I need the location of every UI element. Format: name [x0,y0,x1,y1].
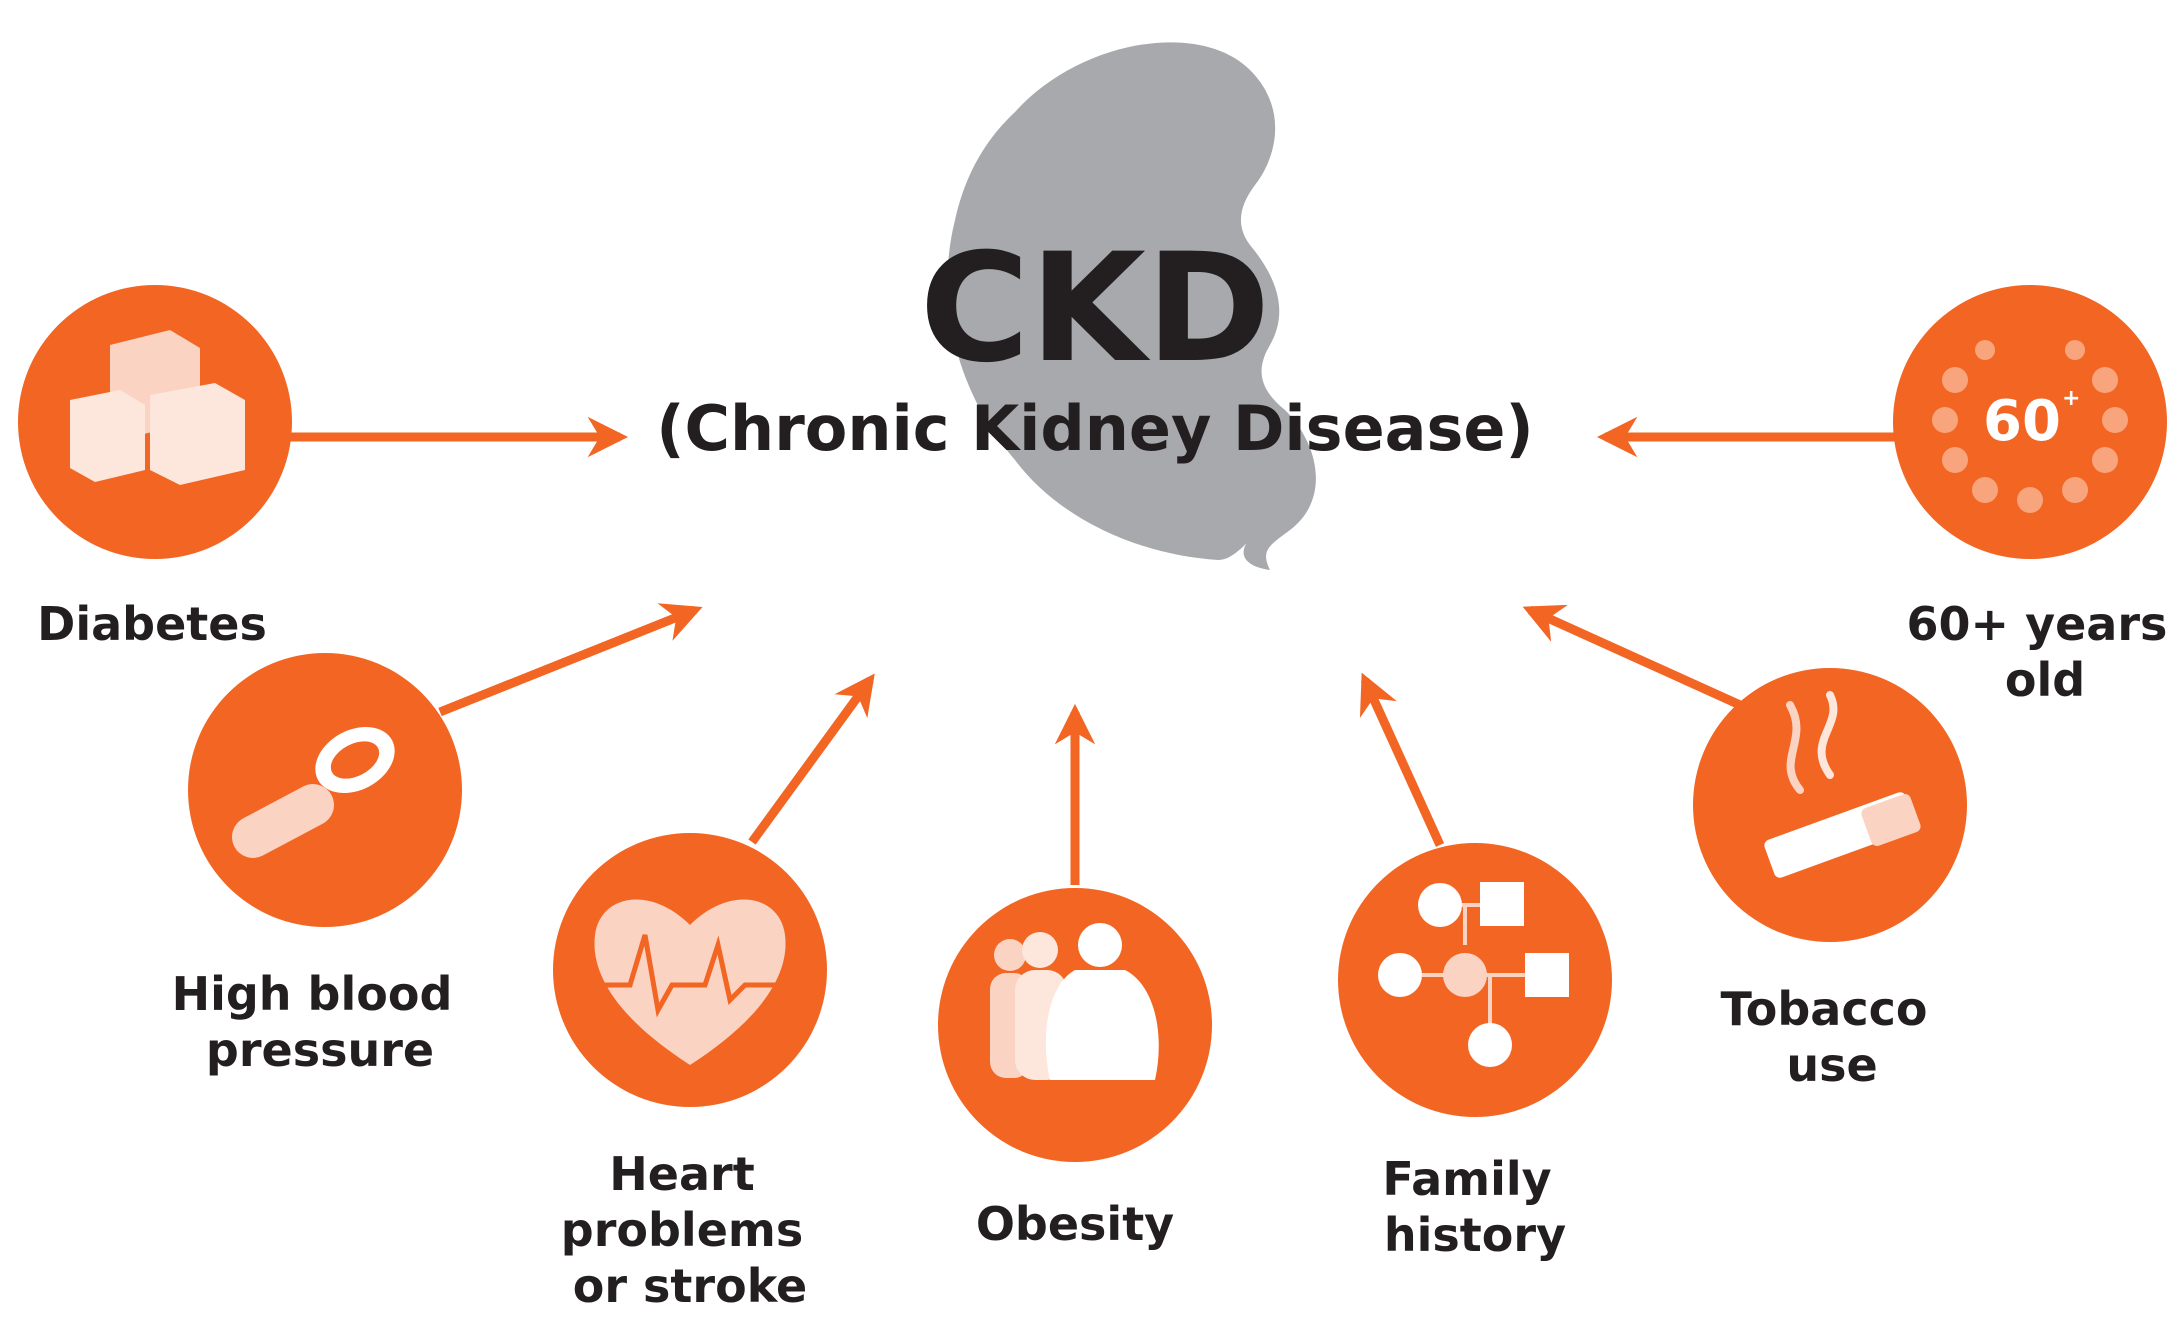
risk-factor-obesity: Obesity [938,888,1212,1251]
arrow-heart [748,673,875,845]
label-heart: Heart problems or stroke [561,1147,819,1313]
arrow-high-blood-pressure [438,603,703,717]
label-tobacco-line-1: Tobacco [1721,982,1928,1036]
label-age-line-1: 60+ years [1907,597,2168,651]
label-heart-line-3: or stroke [573,1259,808,1313]
label-age-line-2: old [2005,653,2085,707]
arrow-tobacco [1522,604,1742,710]
risk-factor-age: 60 + 60+ years old [1893,285,2179,707]
label-family-history-line-1: Family [1382,1152,1551,1206]
risk-factor-family-history: Family history [1338,843,1612,1262]
label-tobacco: Tobacco use [1721,982,1944,1092]
risk-factor-diabetes: Diabetes [18,285,292,651]
label-family-history-line-2: history [1384,1208,1566,1262]
arrows [290,416,1895,885]
risk-factor-high-blood-pressure: High blood pressure [172,653,469,1077]
label-obesity-line-1: Obesity [976,1197,1174,1251]
label-high-blood-pressure-line-2: pressure [206,1023,434,1077]
body-silhouettes-icon [990,923,1159,1080]
label-heart-line-1: Heart [609,1147,754,1201]
risk-factor-heart: Heart problems or stroke [553,833,827,1313]
age-circle [1893,285,2167,559]
family-tree-node [1525,953,1569,997]
label-age: 60+ years old [1907,597,2179,707]
family-tree-node [1468,1023,1512,1067]
family-tree-node [1418,883,1462,927]
kidney-shape [947,42,1316,570]
label-obesity: Obesity [976,1197,1174,1251]
label-tobacco-line-2: use [1786,1038,1877,1092]
family-tree-node [1378,953,1422,997]
label-diabetes: Diabetes [37,597,267,651]
blood-pressure-cuff-icon [231,726,395,858]
label-family-history: Family history [1382,1152,1567,1262]
label-high-blood-pressure-line-1: High blood [172,967,453,1021]
heart-ecg-icon [594,899,786,1065]
cigarette-icon [1764,691,1921,878]
family-tree-node [1443,953,1487,997]
risk-factor-tobacco: Tobacco use [1693,668,1967,1092]
family-tree-node [1480,882,1524,926]
ckd-subtitle: (Chronic Kidney Disease) [656,392,1534,465]
age-60-laurel-icon [1932,340,2128,513]
tobacco-circle [1693,668,1967,942]
label-high-blood-pressure: High blood pressure [172,967,469,1077]
label-heart-line-2: problems [561,1203,803,1257]
arrow-family-history [1359,672,1445,847]
ckd-title: CKD [920,222,1271,396]
age-badge-text: 60 [1983,389,2061,454]
sugar-cubes-icon [70,330,245,485]
age-badge-plus: + [2062,386,2080,411]
label-diabetes-line-1: Diabetes [37,597,267,651]
